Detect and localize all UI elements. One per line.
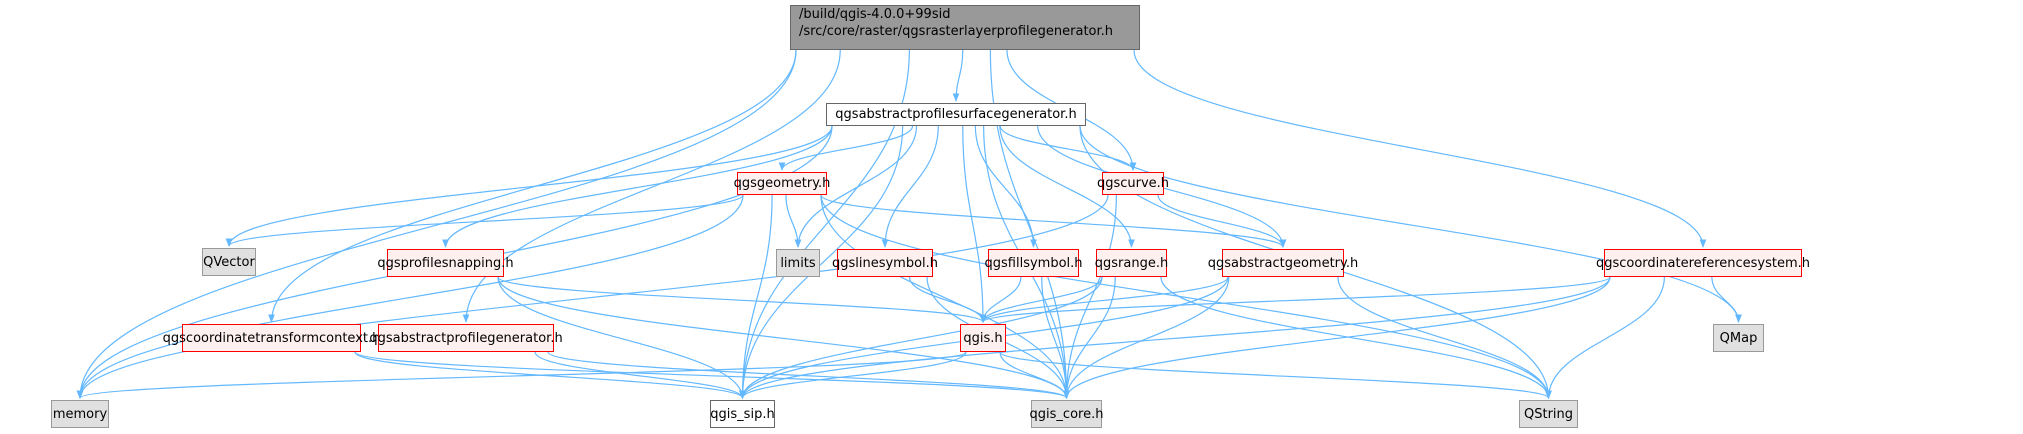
node-qgis-core[interactable]: qgis_core.h — [1029, 400, 1104, 428]
edge-range-to-qgis — [979, 276, 1103, 323]
edge-qgis-to-sip — [739, 351, 967, 399]
node-qvector[interactable]: QVector — [202, 248, 256, 276]
node-qgsfillsymbol[interactable]: qgsfillsymbol.h — [985, 249, 1083, 277]
edge-qgis-to-core — [999, 351, 1070, 399]
node-label: qgis_core.h — [1029, 406, 1104, 422]
edge-qgis-to-qstring — [999, 351, 1552, 399]
edge-root-to-memory — [76, 49, 797, 399]
node-label: qgsabstractprofilegenerator.h — [369, 330, 563, 346]
node-qgis-sip[interactable]: qgis_sip.h — [710, 400, 775, 428]
node-label: qgsgeometry.h — [733, 176, 831, 191]
node-label: limits — [780, 255, 816, 271]
edge-curve-to-core — [1063, 194, 1117, 399]
edge-geometry-to-sip — [739, 194, 773, 399]
node-label: qgscoordinatetransformcontext.h — [162, 330, 381, 346]
edge-ctc-to-core — [354, 351, 1070, 399]
node-qgscoordinatereferencesystem[interactable]: qgscoordinatereferencesystem.h — [1596, 249, 1810, 277]
edge-qgis-to-memory — [76, 351, 967, 399]
edge-surface-to-qvector — [225, 125, 833, 247]
edge-surface-to-range — [999, 125, 1135, 248]
root-path-line2: /src/core/raster/qgsrasterlayerprofilege… — [799, 24, 1114, 39]
edge-geometry-to-qvector — [225, 194, 744, 247]
node-label: memory — [52, 406, 108, 422]
edge-linesymbol-to-qgis — [908, 276, 987, 323]
node-qgsprofilesnapping[interactable]: qgsprofilesnapping.h — [377, 249, 514, 277]
edge-crs-to-core — [1063, 276, 1611, 399]
node-qgslinesymbol[interactable]: qgslinesymbol.h — [832, 249, 938, 277]
edge-geometry-to-memory — [76, 194, 744, 399]
edge-geometry-to-absgeom — [820, 194, 1287, 248]
node-label: qgis_sip.h — [710, 406, 775, 422]
edge-range-to-core — [1063, 276, 1116, 399]
edge-surface-to-qgis — [962, 125, 987, 323]
node-label: qgsrange.h — [1094, 255, 1169, 271]
edge-surface-to-fillsymbol — [974, 125, 1037, 248]
node-qgsabstractprofilesurfacegenerator[interactable]: qgsabstractprofilesurfacegenerator.h — [826, 103, 1086, 126]
edge-crs-to-sip — [739, 276, 1611, 399]
edge-curve-to-absgeom — [1157, 194, 1287, 248]
edge-root-to-surface — [952, 49, 964, 102]
edge-crs-to-qgis — [979, 276, 1611, 323]
node-qgsgeometry[interactable]: qgsgeometry.h — [734, 172, 830, 195]
edge-curve-to-memory — [76, 194, 1109, 399]
edge-surface-to-geometry — [778, 125, 914, 171]
edge-geometry-to-limits — [785, 194, 802, 248]
edge-layer — [76, 49, 1742, 399]
node-label: QVector — [203, 254, 255, 270]
edge-absgeom-to-core — [1063, 276, 1230, 399]
edge-range-to-qstring — [1160, 276, 1552, 399]
node-label: qgsprofilesnapping.h — [377, 255, 514, 271]
node-root-file[interactable]: /build/qgis-4.0.0+99sid /src/core/raster… — [790, 5, 1140, 50]
node-qgscoordinatetransformcontext[interactable]: qgscoordinatetransformcontext.h — [163, 324, 380, 352]
edge-geometry-to-core — [820, 194, 1070, 399]
node-qstring[interactable]: QString — [1519, 400, 1578, 428]
node-label: qgis.h — [963, 330, 1003, 346]
node-label: QString — [1523, 406, 1574, 422]
node-label: qgsabstractprofilesurfacegenerator.h — [835, 107, 1077, 122]
edge-absgeom-to-qstring — [1337, 276, 1552, 399]
edge-root-to-crs — [1133, 49, 1707, 248]
edge-surface-to-limits — [794, 125, 918, 248]
node-label: qgscoordinatereferencesystem.h — [1595, 255, 1811, 271]
node-label: qgsabstractgeometry.h — [1207, 255, 1359, 271]
node-label: qgslinesymbol.h — [831, 255, 939, 271]
edge-snapping-to-core — [497, 276, 1070, 399]
node-label: qgsfillsymbol.h — [984, 255, 1083, 271]
node-qgsabstractgeometry[interactable]: qgsabstractgeometry.h — [1208, 249, 1358, 277]
edge-range-to-sip — [739, 276, 1103, 399]
edge-absgeom-to-qgis — [979, 276, 1229, 323]
node-label: qgscurve.h — [1096, 176, 1170, 191]
node-limits[interactable]: limits — [776, 249, 820, 277]
node-label: QMap — [1719, 330, 1758, 346]
edge-fillsymbol-to-core — [1041, 276, 1070, 399]
edge-surface-to-sip — [739, 125, 904, 399]
node-qgsabstractprofilegenerator[interactable]: qgsabstractprofilegenerator.h — [369, 324, 563, 352]
edge-surface-to-linesymbol — [881, 125, 939, 248]
node-qgsrange[interactable]: qgsrange.h — [1094, 249, 1169, 277]
edge-crs-to-qstring — [1545, 276, 1665, 399]
edge-ctc-to-sip — [354, 351, 746, 399]
edge-surface-to-qmap — [1079, 125, 1742, 323]
node-qgscurve[interactable]: qgscurve.h — [1097, 172, 1169, 195]
edge-geometry-to-qstring — [820, 194, 1552, 399]
edge-snapping-to-qgis — [497, 276, 987, 323]
edge-surface-to-curve — [999, 125, 1137, 171]
node-qmap[interactable]: QMap — [1713, 324, 1764, 352]
node-memory[interactable]: memory — [51, 400, 109, 428]
edge-absprofgen-to-core — [547, 351, 1070, 399]
edge-snapping-to-sip — [497, 276, 746, 399]
edge-crs-to-qmap — [1711, 276, 1742, 323]
node-qgis[interactable]: qgis.h — [960, 324, 1006, 352]
root-path-line1: /build/qgis-4.0.0+99sid — [799, 7, 951, 22]
edge-surface-to-snapping — [442, 125, 833, 248]
edge-absprofgen-to-sip — [534, 351, 746, 399]
